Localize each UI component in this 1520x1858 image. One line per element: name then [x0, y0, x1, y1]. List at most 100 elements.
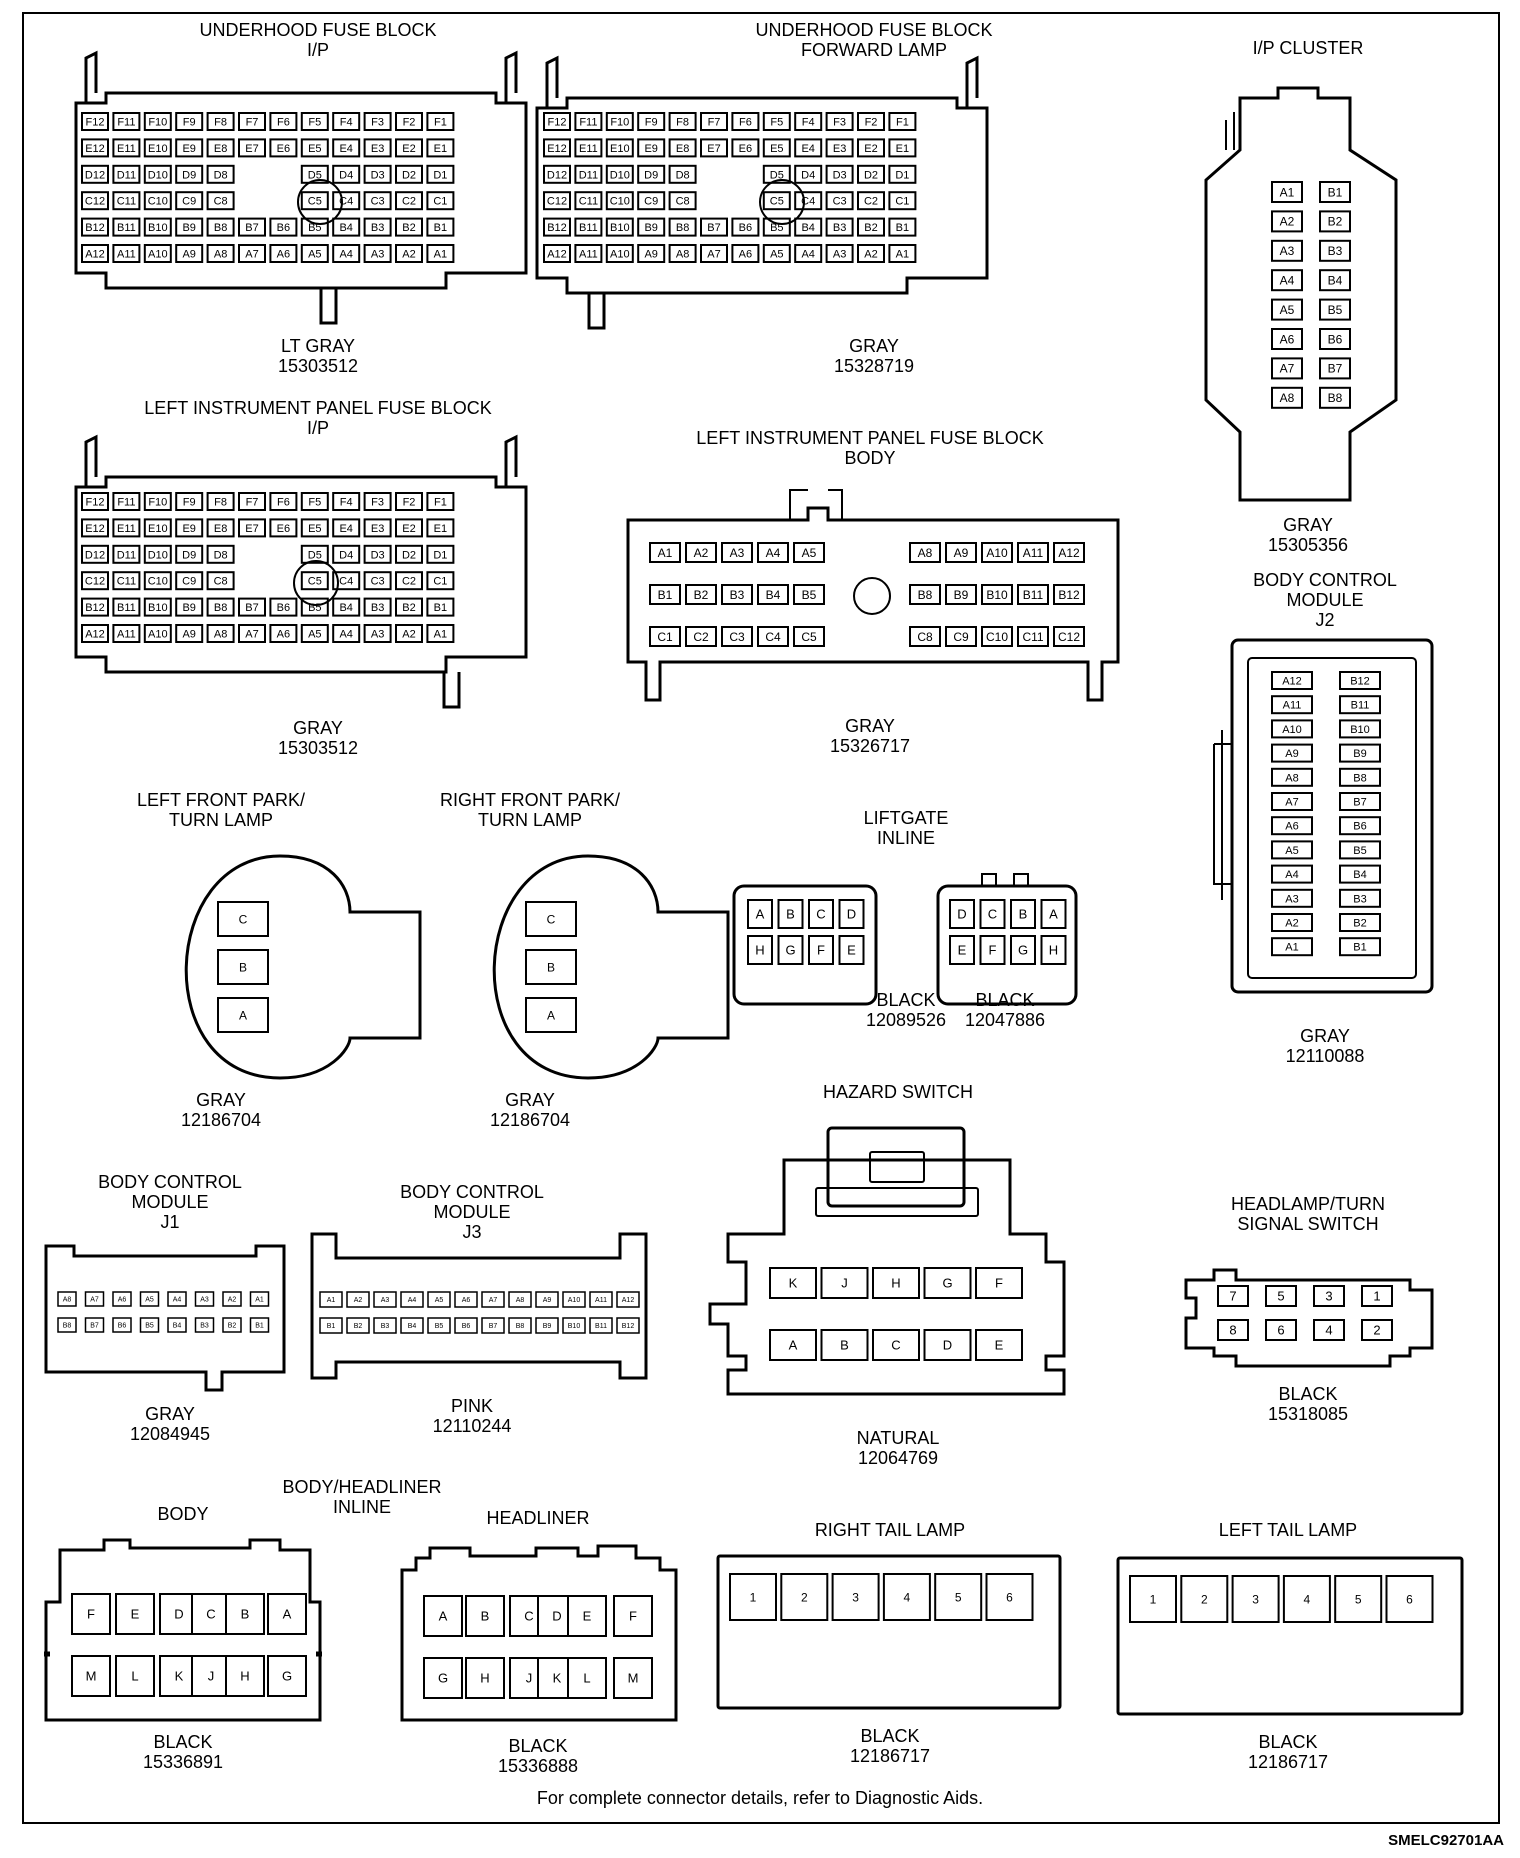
- connector-title: RIGHT FRONT PARK/ TURN LAMP: [439, 790, 621, 830]
- pin-label: B: [239, 960, 247, 974]
- pin-label: C3: [729, 630, 745, 644]
- pin-label: A5: [1285, 845, 1298, 857]
- pin-label: F11: [117, 116, 135, 128]
- bcm-j3-housing: [310, 1232, 648, 1380]
- pin-cavity: [731, 244, 760, 263]
- pin-cavity: [332, 544, 361, 564]
- pin-label: C: [206, 1607, 215, 1622]
- pin-label: A10: [568, 1297, 581, 1304]
- pin-label: F8: [676, 116, 689, 128]
- pin-label: E11: [117, 523, 136, 535]
- pin-label: B6: [118, 1323, 127, 1330]
- pin-label: C8: [214, 576, 228, 588]
- pin-cavity: [721, 584, 753, 605]
- pin-label: D12: [85, 169, 105, 181]
- connector-color: GRAY: [845, 716, 895, 736]
- pin-label: C: [547, 912, 556, 926]
- left-ip-body-housing: [626, 506, 1120, 702]
- pin-cavity: [820, 1267, 869, 1299]
- pin-cavity: [267, 1593, 307, 1635]
- pin-cavity: [820, 1329, 869, 1361]
- pin-cavity: [269, 518, 298, 538]
- pin-cavity: [762, 191, 791, 211]
- pin-label: E5: [308, 523, 321, 535]
- rf-park-lamp-housing: [492, 854, 730, 1080]
- pin-label: A9: [543, 1297, 552, 1304]
- pin-cavity: [979, 935, 1006, 965]
- pin-label: B11: [117, 222, 136, 234]
- pin-label: F7: [246, 496, 259, 508]
- pin-label: B5: [802, 588, 817, 602]
- connector-title: BODY CONTROL MODULE J2: [1253, 570, 1397, 630]
- pin-label: F10: [610, 116, 629, 128]
- pin-cavity: [700, 244, 728, 263]
- pin-cavity: [668, 138, 697, 158]
- pin-cavity: [1271, 913, 1313, 932]
- pin-cavity: [1040, 899, 1067, 929]
- pin-label: A8: [516, 1297, 525, 1304]
- pin-cavity: [1319, 298, 1351, 321]
- pin-label: B12: [622, 1323, 635, 1330]
- pin-cavity: [363, 112, 392, 131]
- pin-cavity: [605, 138, 634, 158]
- center-bolt-hole: [759, 179, 805, 225]
- pin-label: F4: [340, 116, 353, 128]
- pin-cavity: [175, 138, 204, 158]
- pin-label: F10: [148, 496, 167, 508]
- pin-label: B5: [145, 1323, 154, 1330]
- pin-cavity: [167, 1291, 187, 1307]
- pin-cavity: [395, 624, 423, 643]
- pin-cavity: [217, 949, 269, 985]
- pin-label: C5: [770, 196, 784, 208]
- pin-cavity: [613, 1595, 653, 1637]
- pin-cavity: [762, 244, 791, 263]
- pin-label: B8: [214, 222, 227, 234]
- pin-cavity: [574, 112, 603, 131]
- pin-cavity: [757, 542, 789, 563]
- bcm-j2-housing: [1230, 638, 1434, 994]
- diagram-frame: [22, 12, 1500, 1824]
- pin-label: D4: [339, 169, 353, 181]
- pin-cavity: [762, 164, 791, 184]
- pin-label: A2: [1285, 917, 1298, 929]
- pin-label: A3: [200, 1297, 209, 1304]
- pin-label: C1: [433, 576, 447, 588]
- pin-cavity: [143, 492, 172, 511]
- pin-cavity: [1217, 1285, 1249, 1307]
- pin-label: B7: [1328, 362, 1343, 376]
- pin-cavity: [300, 217, 329, 237]
- pin-cavity: [1271, 386, 1303, 409]
- pin-cavity: [574, 244, 603, 263]
- pin-label: C12: [85, 196, 105, 208]
- pin-label: 3: [1325, 1289, 1332, 1304]
- pin-cavity: [1217, 1319, 1249, 1341]
- pin-cavity: [300, 518, 329, 538]
- connector-color: GRAY: [1300, 1026, 1350, 1046]
- pin-label: B12: [85, 602, 105, 614]
- pin-cavity: [300, 624, 329, 643]
- pin-label: E6: [739, 143, 752, 155]
- pin-label: M: [86, 1669, 97, 1684]
- pin-label: D10: [148, 549, 168, 561]
- left-ip-fuse-block-ip-housing: [74, 475, 528, 674]
- pin-label: D3: [371, 169, 385, 181]
- pin-label: F: [989, 943, 997, 958]
- pin-label: B5: [435, 1323, 444, 1330]
- pin-cavity: [825, 164, 854, 184]
- connector-part-number: 12110088: [1285, 1046, 1365, 1066]
- pin-label: A11: [1023, 546, 1044, 560]
- pin-cavity: [1271, 816, 1313, 836]
- pin-cavity: [574, 138, 603, 158]
- pin-label: B2: [1353, 917, 1366, 929]
- pin-cavity: [543, 191, 571, 211]
- pin-cavity: [115, 1655, 155, 1697]
- hazard-switch-rocker: [826, 1126, 966, 1208]
- pin-cavity: [857, 138, 885, 158]
- pin-cavity: [1319, 239, 1351, 262]
- pin-cavity: [332, 597, 361, 617]
- pin-cavity: [793, 626, 825, 647]
- pin-cavity: [1339, 913, 1381, 932]
- pin-cavity: [605, 217, 634, 237]
- pin-cavity: [426, 597, 455, 617]
- connector-color: BLACK: [876, 990, 936, 1010]
